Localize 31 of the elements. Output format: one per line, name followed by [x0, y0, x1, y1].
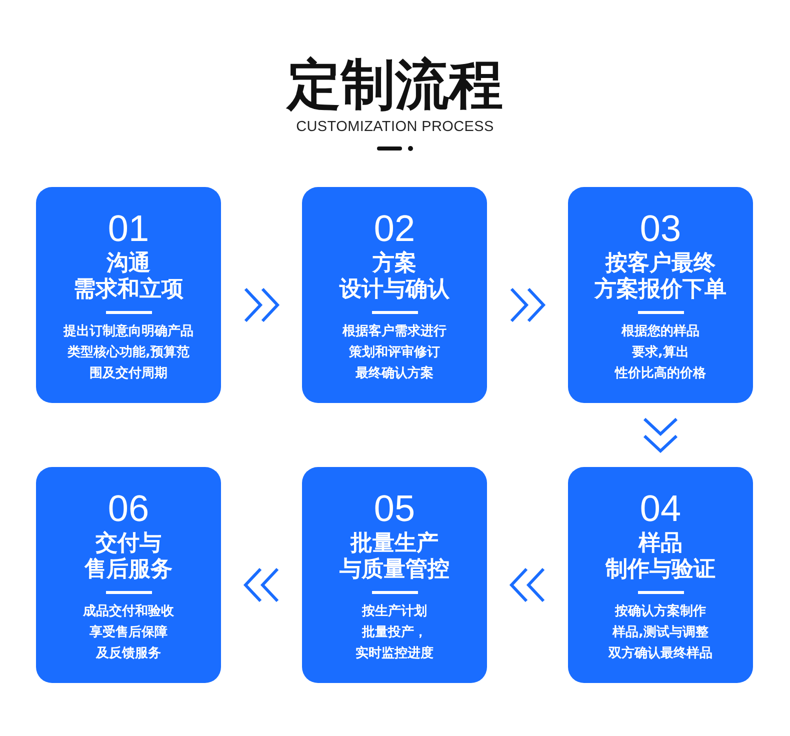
step-description: 提出订制意向明确产品类型核心功能,预算范围及交付周期	[64, 322, 194, 383]
step-description: 按生产计划批量投产，实时监控进度	[356, 602, 434, 663]
step-card	[36, 467, 221, 683]
chevron-arrow	[509, 568, 545, 602]
step-number: 02	[374, 209, 416, 249]
step-description: 成品交付和验收享受售后保障及反馈服务	[83, 602, 174, 663]
step-description: 按确认方案制作样品,测试与调整双方确认最终样品	[608, 602, 712, 663]
step-card	[568, 467, 753, 683]
step-description: 根据客户需求进行策划和评审修订最终确认方案	[342, 322, 446, 383]
step-title: 交付与售后服务	[84, 531, 172, 583]
step-title: 沟通需求和立项	[74, 251, 184, 303]
step-card	[36, 187, 221, 403]
step-title: 方案设计与确认	[340, 251, 450, 303]
step-card	[568, 187, 753, 403]
step-card	[302, 467, 487, 683]
step-description: 根据您的样品要求,算出性价比高的价格	[615, 323, 706, 383]
step-title: 按客户最终方案报价下单	[594, 251, 726, 303]
step-title: 样品制作与验证	[606, 531, 716, 583]
step-title: 批量生产与质量管控	[340, 531, 450, 583]
chevron-arrow	[244, 288, 280, 322]
step-number: 03	[640, 209, 682, 249]
chevron-arrow	[643, 418, 678, 454]
step-number: 06	[108, 489, 150, 529]
page-title: 定制流程	[287, 54, 503, 116]
step-number: 01	[108, 209, 150, 249]
step-number: 05	[374, 489, 416, 529]
chevron-arrow	[510, 288, 546, 322]
step-card	[302, 187, 487, 403]
step-number: 04	[640, 489, 682, 529]
page-subtitle: CUSTOMIZATION PROCESS	[296, 118, 494, 136]
chevron-arrow	[243, 568, 279, 602]
